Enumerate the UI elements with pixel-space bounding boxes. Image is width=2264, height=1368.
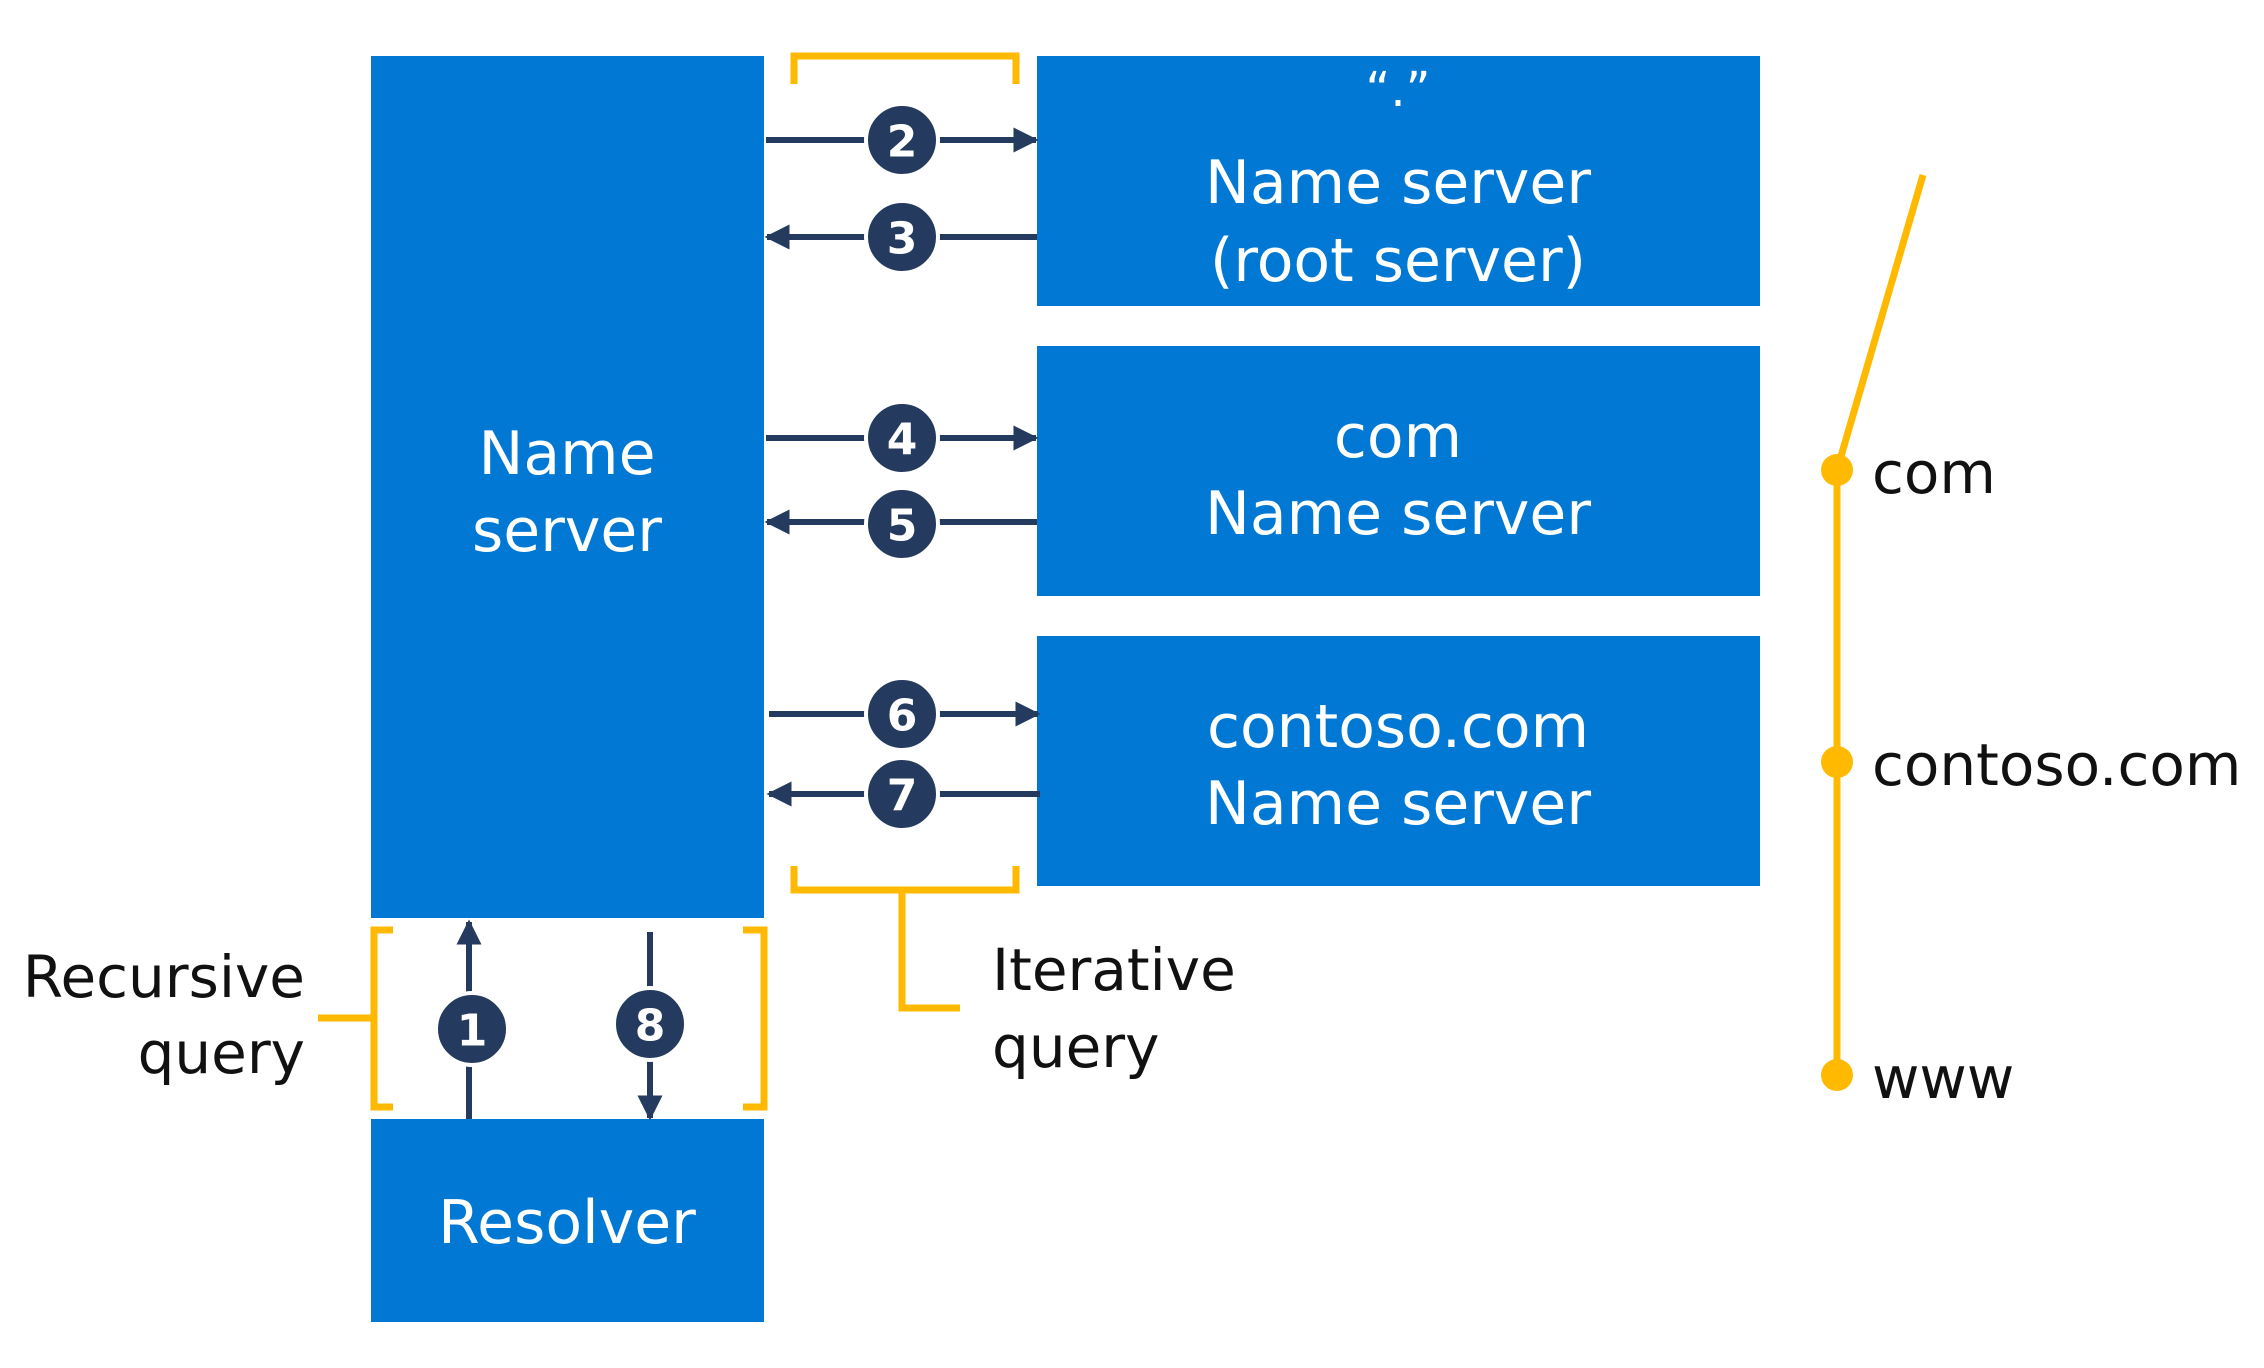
name-server-label-line2: server bbox=[472, 496, 662, 566]
iterative-bottom-bracket bbox=[790, 866, 1020, 1012]
step-badge-4: 4 bbox=[864, 400, 940, 476]
com-server-box-rect bbox=[1037, 346, 1760, 596]
com-server-label-line1: com bbox=[1334, 402, 1462, 472]
name-server-box: Name server bbox=[371, 56, 764, 918]
root-server-label-line2: Name server bbox=[1205, 148, 1591, 218]
step-badge-2-label: 2 bbox=[887, 117, 918, 168]
contoso-server-box-rect bbox=[1037, 636, 1760, 886]
hierarchy-label-com: com bbox=[1872, 439, 1996, 507]
domain-hierarchy: com contoso.com www bbox=[1821, 174, 2241, 1112]
recursive-left-bracket bbox=[318, 926, 393, 1111]
step-badge-2: 2 bbox=[864, 102, 940, 178]
step-badge-5: 5 bbox=[864, 486, 940, 562]
root-server-box-rect bbox=[1037, 56, 1760, 306]
step-badge-8-label: 8 bbox=[635, 1001, 666, 1052]
contoso-server-box: contoso.com Name server bbox=[1037, 636, 1760, 886]
hierarchy-node-www bbox=[1821, 1059, 1853, 1091]
hierarchy-node-com bbox=[1821, 454, 1853, 486]
root-server-box: “.” Name server (root server) bbox=[1037, 56, 1760, 306]
step-badge-3: 3 bbox=[864, 199, 940, 275]
step-badge-4-label: 4 bbox=[887, 415, 918, 466]
step-badge-8: 8 bbox=[612, 986, 688, 1062]
com-server-label-line2: Name server bbox=[1205, 479, 1591, 549]
step-badge-7-label: 7 bbox=[887, 771, 918, 822]
resolver-label: Resolver bbox=[438, 1188, 696, 1258]
recursive-query-label-line2: query bbox=[138, 1019, 305, 1087]
resolver-box-rect bbox=[371, 1119, 764, 1322]
step-badge-5-label: 5 bbox=[887, 501, 918, 552]
step-badge-3-label: 3 bbox=[887, 214, 918, 265]
hierarchy-root-branch bbox=[1833, 174, 1927, 471]
step-badge-1-label: 1 bbox=[457, 1006, 488, 1057]
iterative-query-label-line2: query bbox=[992, 1013, 1159, 1081]
name-server-label-line1: Name bbox=[478, 419, 655, 489]
step-badge-7: 7 bbox=[864, 756, 940, 832]
recursive-right-bracket bbox=[743, 926, 768, 1111]
step-badge-6: 6 bbox=[864, 676, 940, 752]
resolver-box: Resolver bbox=[371, 1119, 764, 1322]
contoso-server-label-line2: Name server bbox=[1205, 769, 1591, 839]
hierarchy-label-contoso: contoso.com bbox=[1872, 731, 2241, 799]
com-server-box: com Name server bbox=[1037, 346, 1760, 596]
recursive-query-label-line1: Recursive bbox=[23, 943, 305, 1011]
contoso-server-label-line1: contoso.com bbox=[1207, 692, 1589, 762]
hierarchy-node-contoso bbox=[1821, 746, 1853, 778]
step-badge-6-label: 6 bbox=[887, 691, 918, 742]
root-server-label-line3: (root server) bbox=[1210, 226, 1586, 296]
iterative-top-bracket bbox=[790, 52, 1020, 84]
root-server-dot-label: “.” bbox=[1366, 62, 1431, 118]
iterative-query-label-line1: Iterative bbox=[992, 936, 1236, 1004]
hierarchy-label-www: www bbox=[1872, 1044, 2014, 1112]
step-badge-1: 1 bbox=[434, 991, 510, 1067]
name-server-box-rect bbox=[371, 56, 764, 918]
